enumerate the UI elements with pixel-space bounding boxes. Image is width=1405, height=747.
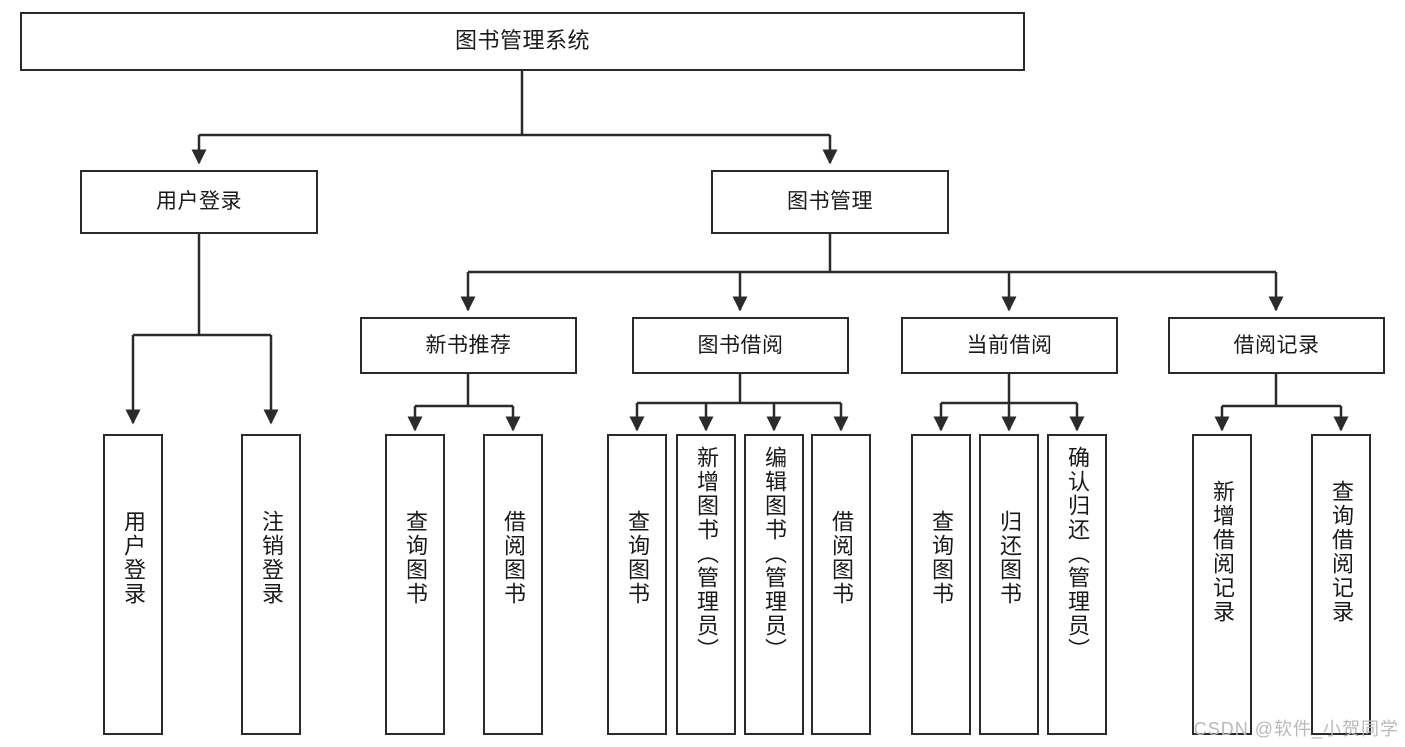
node-label: 借阅记录	[1233, 333, 1320, 357]
node-label: 用户登录	[156, 190, 242, 214]
node-label: 确认归还（管理员）	[1065, 446, 1090, 662]
leaf-borrow-books-new-book[interactable]: 借阅图书	[483, 434, 543, 735]
node-label: 当前借阅	[966, 333, 1053, 357]
leaf-query-books-new-book[interactable]: 查询图书	[385, 434, 445, 735]
node-new-book-recommendation[interactable]: 新书推荐	[360, 317, 577, 374]
leaf-query-books-current[interactable]: 查询图书	[911, 434, 971, 735]
node-user-login[interactable]: 用户登录	[80, 170, 318, 234]
node-label: 查询图书	[929, 510, 954, 606]
node-label: 归还图书	[997, 510, 1022, 606]
node-label: 注销登录	[259, 510, 284, 606]
leaf-query-books-borrow[interactable]: 查询图书	[607, 434, 667, 735]
node-book-management[interactable]: 图书管理	[711, 170, 949, 234]
node-book-borrowing[interactable]: 图书借阅	[632, 317, 849, 374]
node-label: 编辑图书（管理员）	[762, 446, 787, 662]
node-root-book-management-system[interactable]: 图书管理系统	[20, 12, 1025, 71]
leaf-confirm-return-admin[interactable]: 确认归还（管理员）	[1047, 434, 1107, 735]
node-label: 图书管理	[787, 190, 873, 214]
node-label: 查询图书	[403, 510, 428, 606]
leaf-logout[interactable]: 注销登录	[241, 434, 301, 735]
watermark-text: CSDN @软件_小贺同学	[1193, 719, 1399, 739]
node-label: 新增借阅记录	[1210, 480, 1235, 624]
node-label: 查询图书	[625, 510, 650, 606]
node-label: 查询借阅记录	[1329, 480, 1354, 624]
leaf-add-borrow-record[interactable]: 新增借阅记录	[1192, 434, 1252, 735]
leaf-user-login[interactable]: 用户登录	[103, 434, 163, 735]
node-label: 图书管理系统	[454, 28, 590, 54]
node-label: 用户登录	[121, 510, 146, 606]
leaf-borrow-books[interactable]: 借阅图书	[811, 434, 871, 735]
leaf-query-borrow-record[interactable]: 查询借阅记录	[1311, 434, 1371, 735]
leaf-edit-book-admin[interactable]: 编辑图书（管理员）	[744, 434, 804, 735]
node-current-borrowing[interactable]: 当前借阅	[901, 317, 1118, 374]
node-label: 借阅图书	[501, 510, 526, 606]
leaf-add-book-admin[interactable]: 新增图书（管理员）	[676, 434, 736, 735]
node-label: 新增图书（管理员）	[694, 446, 719, 662]
node-borrowing-records[interactable]: 借阅记录	[1168, 317, 1385, 374]
leaf-return-books[interactable]: 归还图书	[979, 434, 1039, 735]
node-label: 借阅图书	[829, 510, 854, 606]
node-label: 图书借阅	[697, 333, 784, 357]
node-label: 新书推荐	[425, 333, 512, 357]
